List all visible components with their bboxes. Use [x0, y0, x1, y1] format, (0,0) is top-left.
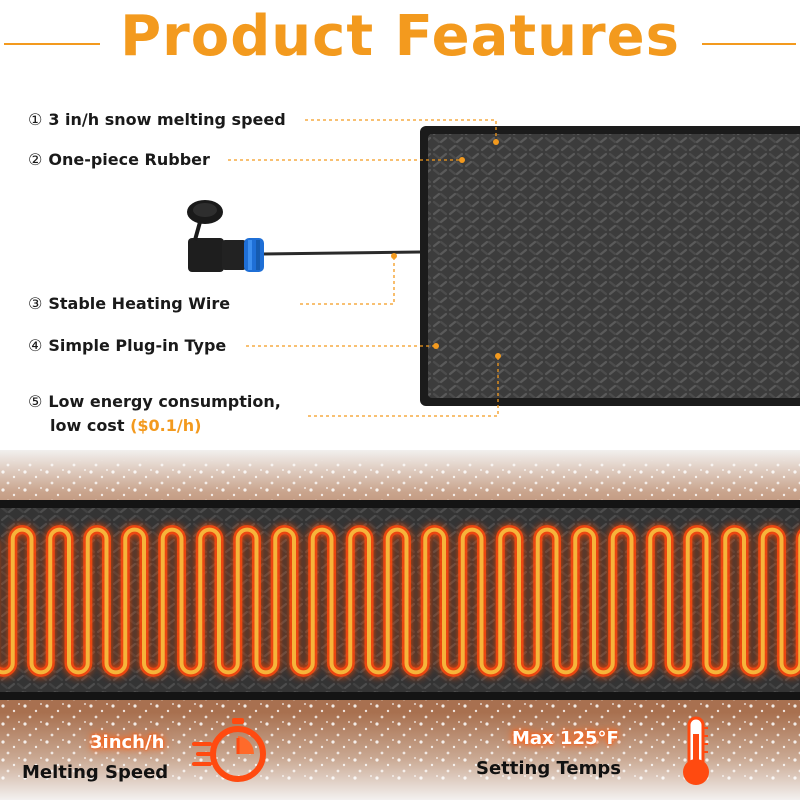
feature-2-number: ② — [28, 150, 43, 169]
title-rule-left — [4, 43, 100, 45]
feature-1-number: ① — [28, 110, 43, 129]
plug-connector — [187, 200, 264, 272]
feature-5-number: ⑤ — [28, 392, 43, 411]
title-rule-right — [702, 43, 796, 45]
feature-4-number: ④ — [28, 336, 43, 355]
feature-1-text: 3 in/h snow melting speed — [48, 110, 286, 129]
feature-5-text-line2: low cost — [50, 416, 125, 435]
feature-3: ③ Stable Heating Wire — [28, 294, 230, 313]
melting-speed-value: 3inch/h — [90, 732, 165, 753]
setting-temps-label: Setting Temps — [476, 758, 621, 779]
leader-line-5 — [308, 358, 499, 417]
product-illustration — [187, 119, 800, 417]
thermometer-icon — [683, 716, 709, 785]
leader-line-1 — [305, 119, 497, 142]
stopwatch-icon — [192, 718, 266, 782]
feature-2-text: One-piece Rubber — [48, 150, 210, 169]
feature-3-text: Stable Heating Wire — [48, 294, 231, 313]
max-temp-value: Max 125°F — [512, 728, 619, 749]
melting-speed-label: Melting Speed — [22, 762, 169, 783]
feature-5-cost-highlight: ($0.1/h) — [130, 416, 202, 435]
power-cable — [261, 250, 421, 256]
feature-5: ⑤ Low energy consumption, low cost ($0.1/… — [28, 390, 281, 438]
feature-2: ② One-piece Rubber — [28, 150, 210, 169]
feature-4-text: Simple Plug-in Type — [48, 336, 227, 355]
feature-1: ① 3 in/h snow melting speed — [28, 110, 286, 129]
leader-line-3 — [300, 256, 395, 305]
feature-4: ④ Simple Plug-in Type — [28, 336, 226, 355]
feature-5-text: Low energy consumption, — [48, 392, 281, 411]
feature-3-number: ③ — [28, 294, 43, 313]
page-title: Product Features — [120, 4, 680, 69]
heating-wire-core — [0, 527, 800, 675]
heating-mat-scene — [0, 450, 800, 800]
